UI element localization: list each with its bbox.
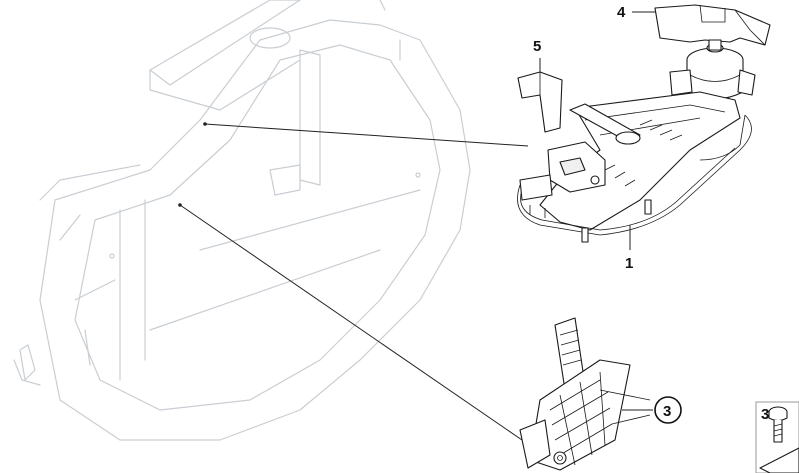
leader-dot-upper bbox=[203, 122, 207, 126]
part-4-cover-cap bbox=[632, 4, 771, 46]
callout-label-1: 1 bbox=[625, 255, 633, 272]
leader-line-3 bbox=[179, 204, 523, 441]
housing-ghost-outline bbox=[13, 0, 471, 441]
callout-circle-3 bbox=[654, 396, 682, 424]
callout-label-3-box: 3 bbox=[761, 406, 769, 423]
part-3-grid-bracket bbox=[519, 317, 653, 471]
leader-dot-lower bbox=[178, 203, 182, 207]
callout-label-4: 4 bbox=[617, 4, 626, 21]
leader-line-5 bbox=[204, 123, 529, 147]
screw-inset-box bbox=[755, 401, 799, 473]
callout-label-5: 5 bbox=[533, 38, 541, 55]
leader-lines bbox=[178, 122, 529, 441]
part-1-selector-mechanism bbox=[517, 39, 756, 250]
part-5-clip bbox=[517, 58, 563, 133]
callout-label-3-circle: 3 bbox=[663, 403, 671, 420]
